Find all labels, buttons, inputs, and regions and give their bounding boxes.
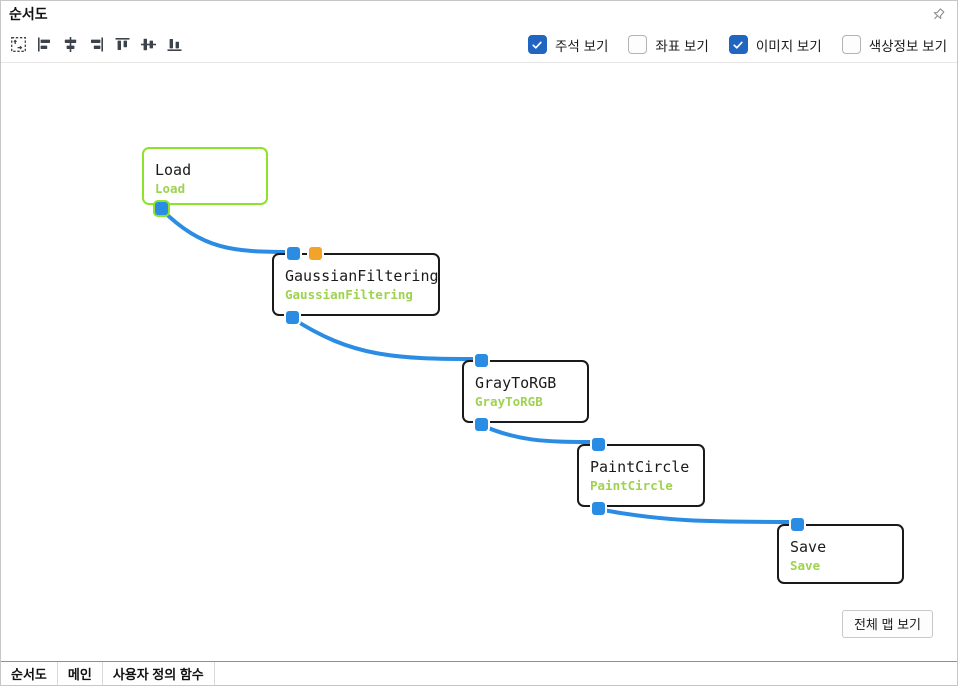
node-title: Save <box>790 538 827 556</box>
align-top-icon[interactable] <box>113 35 132 54</box>
load-output-port[interactable] <box>152 199 170 217</box>
align-left-icon[interactable] <box>35 35 54 54</box>
full-map-button[interactable]: 전체 맵 보기 <box>841 610 933 638</box>
node-title: GrayToRGB <box>475 374 557 392</box>
align-right-icon[interactable] <box>87 35 106 54</box>
panel-titlebar: 순서도 <box>1 1 957 27</box>
align-bottom-icon[interactable] <box>165 35 184 54</box>
paint-output-port[interactable] <box>589 499 607 517</box>
node-subtitle: Load <box>155 181 186 196</box>
gaussian-input-port[interactable] <box>284 244 302 262</box>
view-option-label: 이미지 보기 <box>755 38 822 54</box>
bottom-tab-flowchart[interactable]: 순서도 <box>1 662 58 685</box>
connection-edge[interactable] <box>596 507 797 524</box>
node-title: GaussianFiltering <box>285 267 439 285</box>
gaussian-param-port[interactable] <box>306 244 324 262</box>
bottom-tabbar: 순서도 메인 사용자 정의 함수 <box>1 661 957 685</box>
gray-input-port[interactable] <box>472 351 490 369</box>
paint-input-port[interactable] <box>589 435 607 453</box>
view-options: 주석 보기 좌표 보기 이미지 보기 색상정보 보기 <box>527 35 947 55</box>
checkbox-unchecked-icon[interactable] <box>841 35 861 54</box>
view-option-checkbox[interactable]: 주석 보기 <box>527 35 609 55</box>
node-subtitle: GaussianFiltering <box>285 287 413 302</box>
node-title: PaintCircle <box>590 458 690 476</box>
checkbox-checked-icon[interactable] <box>728 35 748 54</box>
connection-edge[interactable] <box>479 423 598 444</box>
view-option-checkbox[interactable]: 색상정보 보기 <box>841 35 947 55</box>
view-option-checkbox[interactable]: 좌표 보기 <box>628 35 709 55</box>
save-input-port[interactable] <box>788 515 806 533</box>
view-option-label: 색상정보 보기 <box>868 38 947 54</box>
node-subtitle: GrayToRGB <box>475 394 543 409</box>
connection-edge[interactable] <box>290 316 481 361</box>
flow-node-gray[interactable]: GrayToRGB GrayToRGB <box>462 360 589 423</box>
checkbox-checked-icon[interactable] <box>527 35 547 54</box>
view-option-label: 좌표 보기 <box>655 38 709 54</box>
bottom-tab-main[interactable]: 메인 <box>58 662 103 685</box>
tab-label: 사용자 정의 함수 <box>112 667 204 682</box>
tab-label: 순서도 <box>11 667 47 682</box>
view-option-checkbox[interactable]: 이미지 보기 <box>728 35 822 55</box>
checkbox-unchecked-icon[interactable] <box>628 35 648 54</box>
tab-label: 메인 <box>67 667 92 682</box>
pin-icon[interactable] <box>929 5 947 23</box>
view-option-label: 주석 보기 <box>554 38 609 54</box>
canvas-toolbar: 주석 보기 좌표 보기 이미지 보기 색상정보 보기 <box>1 27 957 63</box>
node-subtitle: PaintCircle <box>590 478 673 493</box>
alignment-tools <box>9 35 184 54</box>
align-middle-vertical-icon[interactable] <box>139 35 158 54</box>
node-title: Load <box>155 161 192 179</box>
connection-edge[interactable] <box>159 207 293 254</box>
gray-output-port[interactable] <box>472 415 490 433</box>
fit-view-icon[interactable] <box>9 35 28 54</box>
panel-title: 순서도 <box>9 6 48 22</box>
node-subtitle: Save <box>790 558 821 573</box>
gaussian-output-port[interactable] <box>283 308 301 326</box>
bottom-tab-user-functions[interactable]: 사용자 정의 함수 <box>103 662 215 685</box>
align-center-horizontal-icon[interactable] <box>61 35 80 54</box>
